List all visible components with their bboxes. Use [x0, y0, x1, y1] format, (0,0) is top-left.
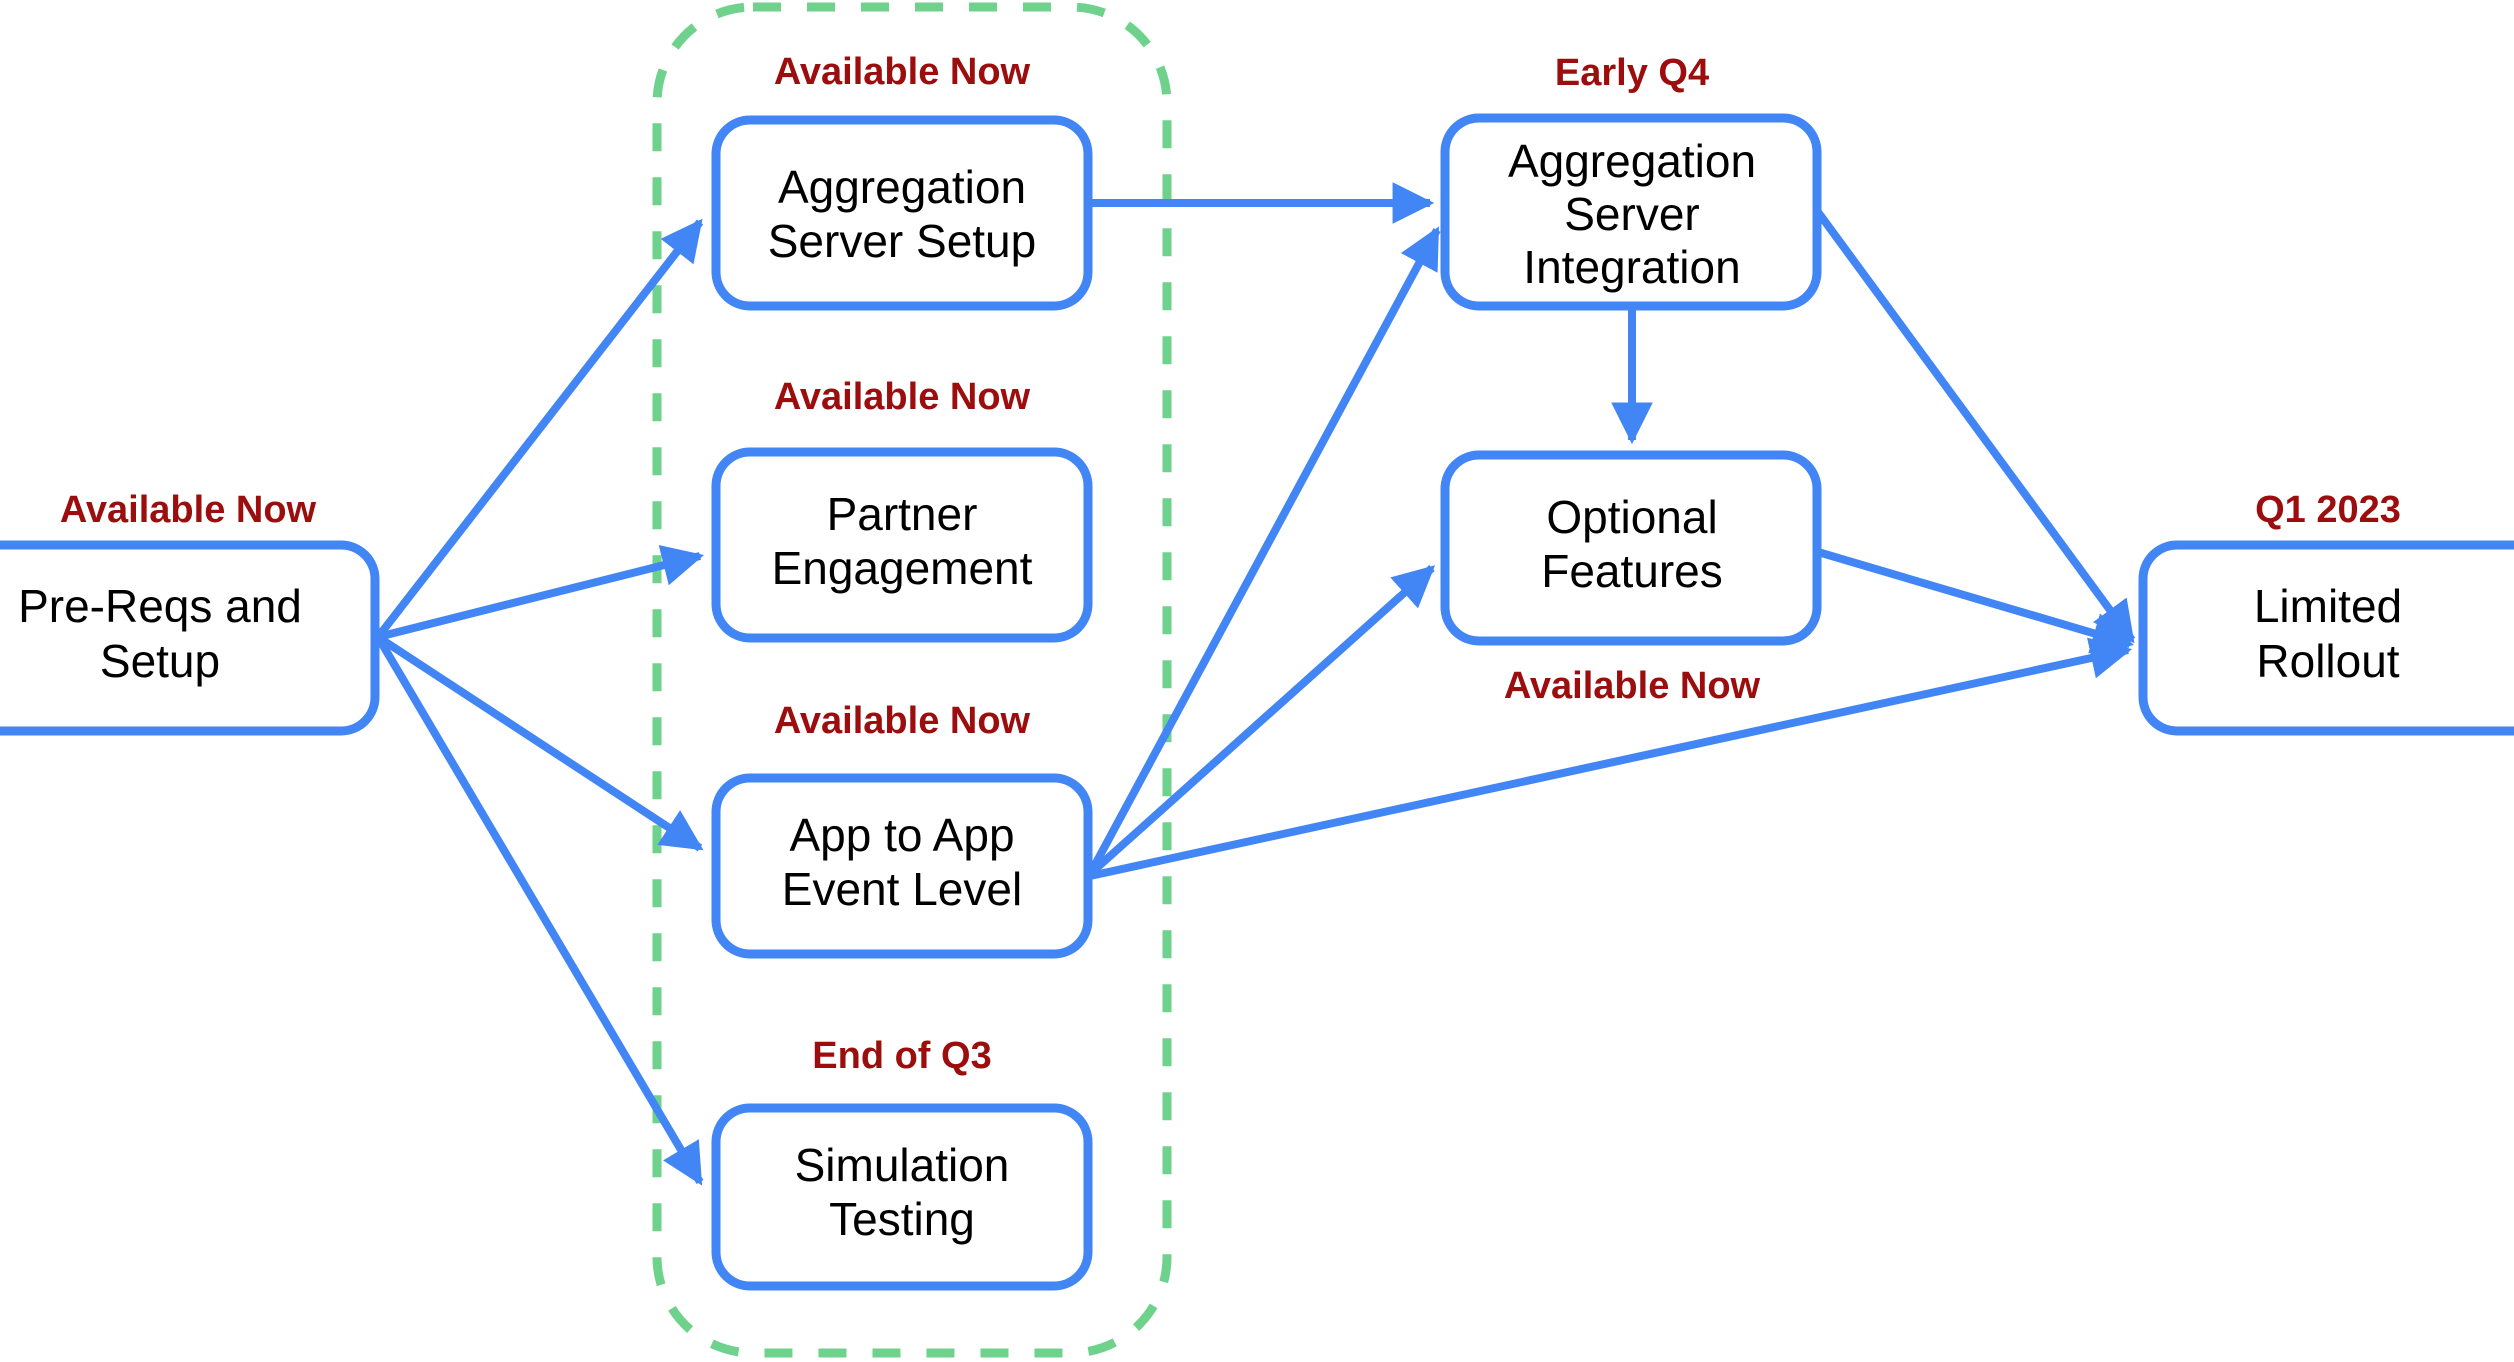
node-limited-rollout[interactable]: Q1 2023 Limited Rollout — [2138, 489, 2514, 736]
edge-prereqs-to-partner-engagement — [377, 544, 705, 641]
node-app-to-app-event-level[interactable]: Available Now App to App Event Level — [711, 700, 1093, 959]
node-optional-features[interactable]: Optional Features Available Now — [1440, 450, 1822, 707]
edge-app-to-app-to-integration — [1086, 226, 1441, 876]
node-label-simulation-testing-line1: Simulation — [795, 1139, 1010, 1191]
edge-layer — [374, 182, 2136, 1186]
status-badge-aggregation-server-integration: Early Q4 — [1555, 52, 1709, 94]
node-aggregation-server-setup[interactable]: Available Now Aggregation Server Setup — [711, 51, 1093, 311]
node-label-aggregation-server-integration-line1: Aggregation — [1508, 135, 1756, 187]
node-label-limited-rollout-line2: Rollout — [2256, 635, 2399, 687]
node-label-partner-engagement-line2: Engagement — [772, 542, 1033, 594]
node-label-partner-engagement-line1: Partner — [827, 488, 978, 540]
status-badge-optional-features: Available Now — [1504, 665, 1761, 707]
node-label-pre-reqs-line2: Setup — [100, 635, 220, 687]
available-now-group-outline — [652, 2, 1172, 1358]
node-label-app-to-app-event-level-line2: Event Level — [782, 863, 1022, 915]
node-box-partner-engagement[interactable] — [711, 447, 1093, 643]
edge-prereqs-to-app-to-app — [375, 633, 704, 852]
edge-app-to-app-to-limited-rollout — [1089, 637, 2133, 880]
edge-integration-to-limited-rollout — [1814, 209, 2136, 644]
node-partner-engagement[interactable]: Available Now Partner Engagement — [711, 376, 1093, 643]
node-box-app-to-app-event-level[interactable] — [711, 773, 1093, 959]
node-label-optional-features-line2: Features — [1541, 545, 1723, 597]
node-simulation-testing[interactable]: End of Q3 Simulation Testing — [711, 1035, 1093, 1291]
node-label-optional-features-line1: Optional — [1546, 491, 1717, 543]
node-label-aggregation-server-setup-line2: Server Setup — [768, 215, 1036, 267]
node-label-aggregation-server-setup-line1: Aggregation — [778, 161, 1026, 213]
node-box-simulation-testing[interactable] — [711, 1103, 1093, 1291]
node-label-limited-rollout-line1: Limited — [2254, 580, 2402, 632]
status-badge-simulation-testing: End of Q3 — [812, 1035, 991, 1077]
edge-app-to-app-to-optional-features — [1087, 565, 1436, 877]
status-badge-partner-engagement: Available Now — [774, 376, 1031, 418]
edge-prereqs-to-aggregation-setup — [374, 218, 704, 640]
status-badge-aggregation-server-setup: Available Now — [774, 51, 1031, 93]
node-aggregation-server-integration[interactable]: Early Q4 Aggregation Server Integration — [1440, 52, 1822, 311]
node-box-pre-reqs[interactable] — [0, 540, 380, 736]
node-pre-reqs-and-setup[interactable]: Available Now Pre-Reqs and Setup — [0, 489, 380, 736]
edge-optional-features-to-limited-rollout — [1816, 548, 2134, 654]
status-badge-limited-rollout: Q1 2023 — [2255, 489, 2401, 531]
edge-prereqs-to-simulation-testing — [374, 634, 704, 1186]
status-badge-app-to-app-event-level: Available Now — [774, 700, 1031, 742]
node-label-aggregation-server-integration-line3: Integration — [1523, 241, 1740, 293]
node-box-aggregation-server-setup[interactable] — [711, 115, 1093, 311]
node-label-app-to-app-event-level-line1: App to App — [789, 809, 1014, 861]
node-box-limited-rollout[interactable] — [2138, 540, 2514, 736]
node-label-pre-reqs-line1: Pre-Reqs and — [18, 580, 302, 632]
status-badge-pre-reqs: Available Now — [60, 489, 317, 531]
node-label-aggregation-server-integration-line2: Server — [1564, 188, 1699, 240]
node-box-optional-features[interactable] — [1440, 450, 1822, 646]
node-label-simulation-testing-line2: Testing — [829, 1193, 975, 1245]
node-box-aggregation-server-integration[interactable] — [1440, 113, 1822, 311]
